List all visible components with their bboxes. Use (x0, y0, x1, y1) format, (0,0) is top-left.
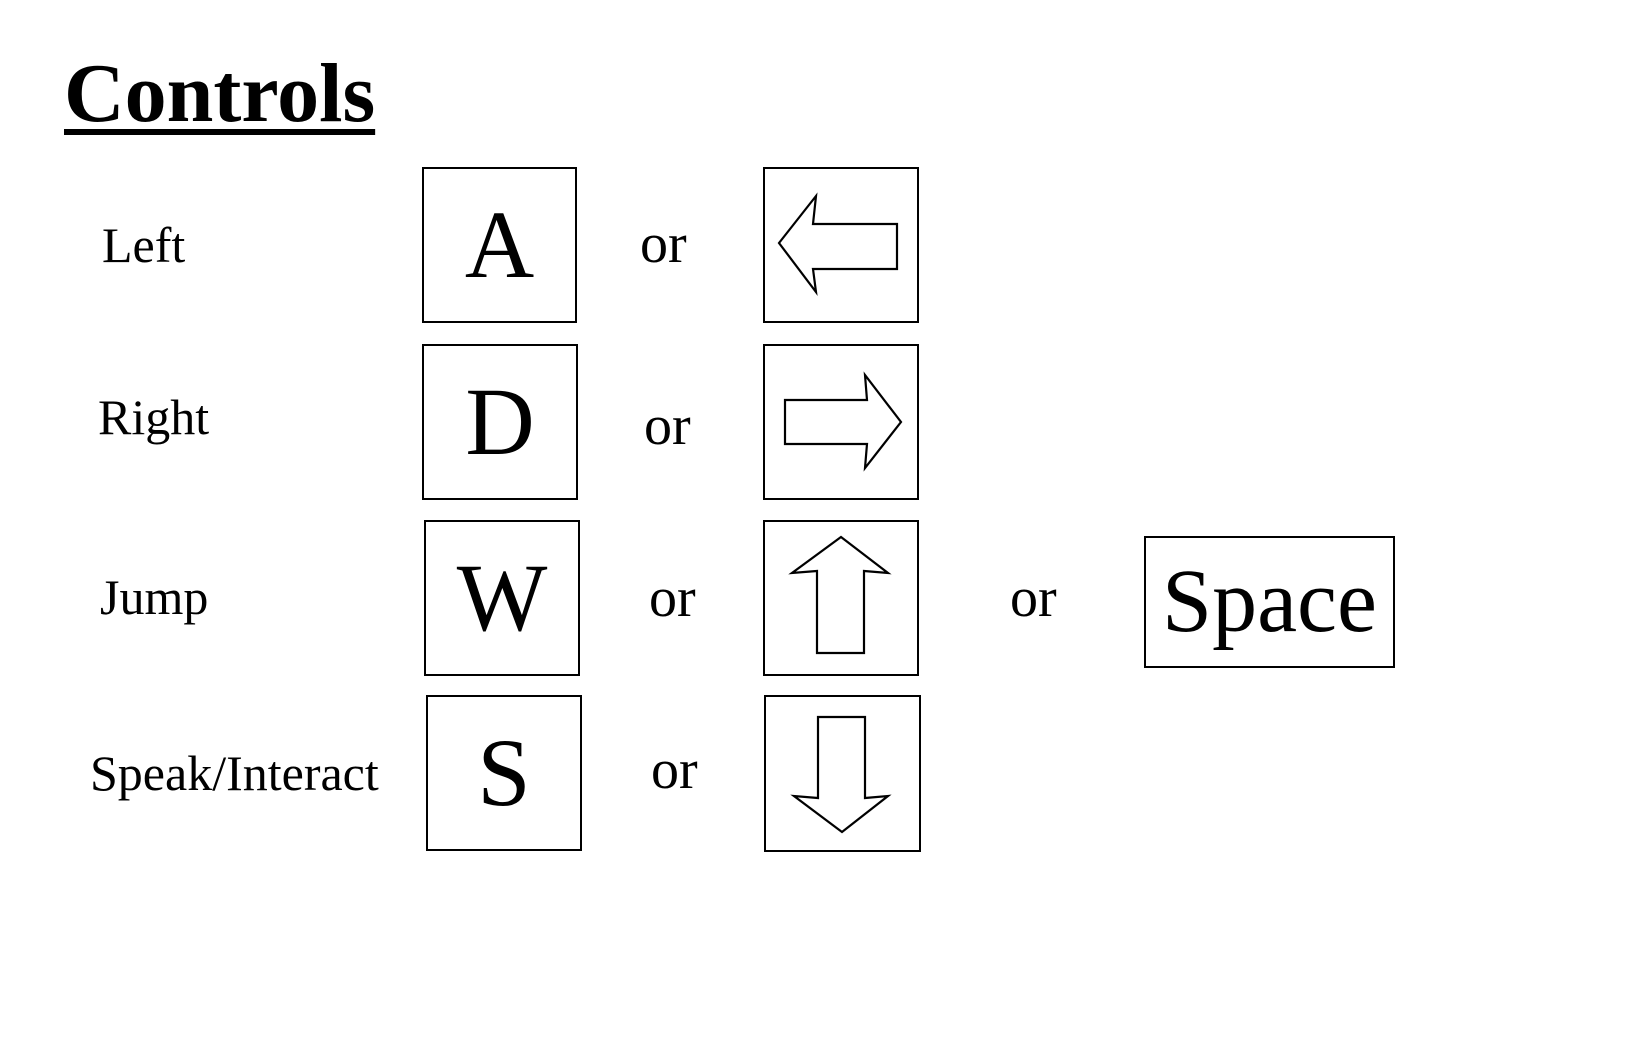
down-arrow-icon (764, 695, 921, 852)
key-space-label: Space (1162, 552, 1377, 651)
key-w: W (424, 520, 580, 676)
key-s: S (426, 695, 582, 851)
key-s-label: S (477, 719, 531, 826)
page-title: Controls (64, 47, 376, 140)
control-label-speak-interact: Speak/Interact (90, 745, 379, 801)
left-arrow-icon (763, 167, 919, 323)
control-label-jump: Jump (100, 569, 209, 625)
key-d: D (422, 344, 578, 500)
up-arrow-icon (763, 520, 919, 676)
key-left-arrow (763, 167, 919, 323)
or-separator: or (649, 567, 696, 629)
key-d-label: D (465, 368, 535, 475)
control-label-right: Right (98, 389, 210, 445)
or-separator: or (640, 213, 687, 275)
key-right-arrow (763, 344, 919, 500)
or-separator: or (644, 395, 691, 457)
control-label-left: Left (102, 217, 186, 273)
key-down-arrow (764, 695, 921, 852)
or-separator: or (651, 739, 698, 801)
key-up-arrow (763, 520, 919, 676)
key-w-label: W (456, 544, 548, 651)
or-separator: or (1010, 567, 1057, 629)
key-space: Space (1144, 536, 1395, 668)
key-a: A (422, 167, 577, 323)
key-a-label: A (464, 191, 535, 298)
right-arrow-icon (763, 344, 919, 500)
